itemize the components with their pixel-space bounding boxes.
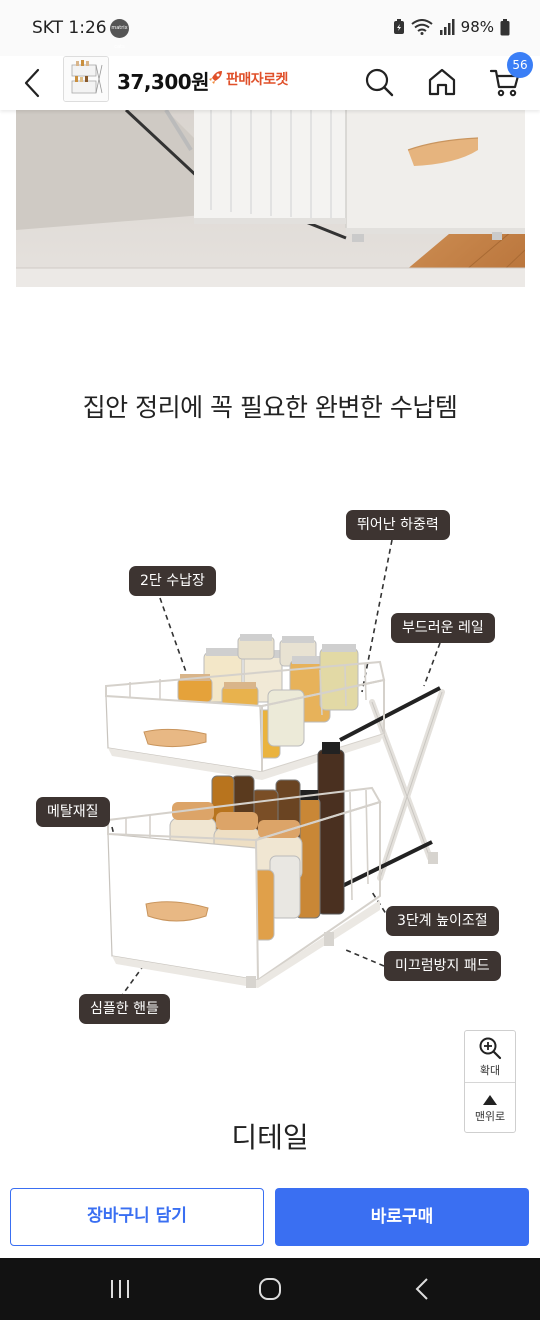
system-nav-bar [0,1258,540,1320]
feature-diagram: 2단 수납장 뛰어난 하중력 부드러운 레일 메탈재질 3단계 높이조절 미끄럼… [0,480,540,1040]
organizer-illustration [105,539,445,999]
notification-app-icon: matrix cats [110,19,129,50]
back-arrow-icon [24,68,40,98]
back-chevron-icon [415,1278,428,1300]
status-time: SKT 1:26 [32,18,107,38]
callout-simple-handle: 심플한 핸들 [79,994,170,1024]
add-to-cart-button[interactable]: 장바구니 담기 [10,1188,264,1246]
product-thumbnail[interactable] [63,56,109,102]
wifi-icon [411,19,433,35]
buy-now-button[interactable]: 바로구매 [275,1188,529,1246]
tool-divider [465,1082,515,1083]
back-button[interactable] [14,64,50,102]
seller-rocket-label: 판매자로켓 [226,72,288,88]
home-circle-icon [259,1278,281,1300]
callout-load-capacity: 뛰어난 하중력 [346,510,450,540]
detail-heading: 디테일 [231,1121,309,1154]
product-photo-top [16,110,525,287]
callout-height-adjust: 3단계 높이조절 [386,906,499,936]
purchase-bar: 장바구니 담기 바로구매 [0,1176,540,1258]
scroll-top-label: 맨위로 [474,1109,506,1123]
zoom-in-icon [479,1037,502,1059]
floating-tools: 확대 맨위로 [464,1030,516,1133]
home-icon [428,68,456,96]
recent-apps-button[interactable] [100,1272,140,1306]
status-bar: SKT 1:26 matrix cats 98% [0,0,540,56]
header-price: 37,300원 [117,70,210,94]
home-nav-button[interactable] [250,1272,290,1306]
back-nav-button[interactable] [402,1272,442,1306]
cart-count-badge: 56 [507,52,533,78]
status-indicators: 98% [393,18,510,36]
zoom-label: 확대 [479,1063,501,1077]
callout-smooth-rail: 부드러운 레일 [391,613,495,643]
section-heading: 집안 정리에 꼭 필요한 완변한 수납템 [82,393,458,422]
callout-metal: 메탈재질 [36,797,110,827]
product-thumbnail-image [64,57,108,101]
search-button[interactable] [359,62,399,102]
app-header: 37,300원 판매자로켓 [0,56,540,110]
rocket-icon [208,69,224,89]
callout-anti-slip-pad: 미끄럼방지 패드 [384,951,501,981]
search-icon [365,68,394,97]
callout-two-tier: 2단 수납장 [129,566,216,596]
seller-rocket-badge: 판매자로켓 [208,69,288,89]
zoom-button[interactable]: 확대 [465,1031,515,1082]
scroll-top-button[interactable]: 맨위로 [465,1083,515,1134]
battery-icon [500,18,510,35]
triangle-up-icon [483,1094,497,1105]
battery-saver-icon [393,19,404,34]
signal-icon [439,19,455,35]
home-button[interactable] [422,62,462,102]
recent-apps-icon [111,1280,129,1298]
battery-percent: 98% [460,18,494,36]
